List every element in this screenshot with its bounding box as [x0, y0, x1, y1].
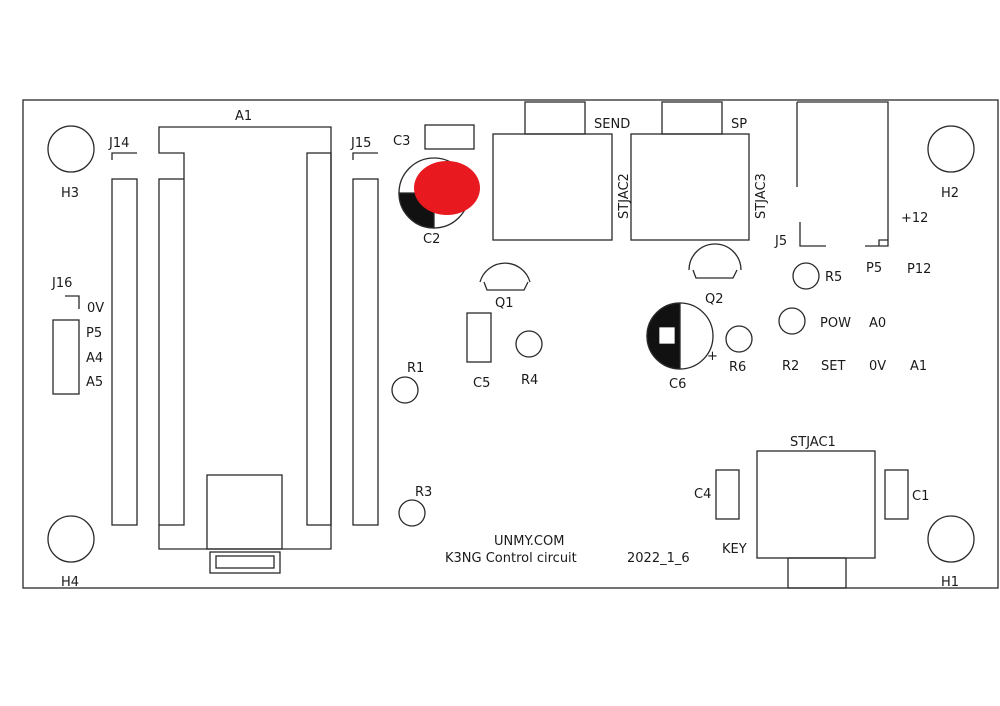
- label-send: SEND: [594, 117, 630, 132]
- label-q1: Q1: [495, 296, 514, 311]
- transistor-q2-flat: [692, 269, 738, 279]
- label-r5: R5: [825, 270, 842, 285]
- header-j15-marker: [352, 152, 378, 160]
- capacitor-c4: [715, 469, 740, 520]
- label-r1: R1: [407, 361, 424, 376]
- label-a4: A4: [86, 351, 103, 366]
- label-r3: R3: [415, 485, 432, 500]
- module-a1-usb-tab-inner: [215, 555, 275, 569]
- label-h1: H1: [941, 575, 959, 590]
- connector-j5-pin1: [878, 239, 888, 246]
- footer-date: 2022_1_6: [627, 551, 690, 566]
- label-stjac2: STJAC2: [617, 173, 632, 219]
- resistor-r4: [515, 330, 543, 358]
- hole-h2: [927, 125, 975, 173]
- label-a5: A5: [86, 375, 103, 390]
- jack-stjac3: [630, 133, 750, 241]
- red-marker: [414, 161, 480, 215]
- connector-j5-corner: [799, 222, 826, 247]
- jack-key-plug: [787, 557, 847, 589]
- transistor-q1-flat: [483, 281, 529, 291]
- module-a1-header-left: [158, 178, 185, 526]
- label-stjac1: STJAC1: [790, 435, 836, 450]
- label-q2: Q2: [705, 292, 724, 307]
- resistor-r6: [725, 325, 753, 353]
- header-j14-marker: [111, 152, 137, 160]
- label-key: KEY: [722, 542, 747, 557]
- module-a1-outline: [158, 126, 332, 550]
- header-j14: [111, 178, 138, 526]
- label-c3: C3: [393, 134, 410, 149]
- label-c2: C2: [423, 232, 440, 247]
- label-plus12: +12: [901, 211, 928, 226]
- module-a1-header-right: [306, 152, 332, 526]
- label-stjac3: STJAC3: [754, 173, 769, 219]
- resistor-r5: [792, 262, 820, 290]
- jack-stjac2: [492, 133, 613, 241]
- capacitor-c6-pad: [659, 327, 675, 344]
- hole-h1: [927, 515, 975, 563]
- label-j5: J5: [774, 234, 787, 249]
- jack-send-plug: [524, 101, 586, 135]
- capacitor-c5: [466, 312, 492, 363]
- label-p5-right: P5: [866, 261, 882, 276]
- resistor-r1: [391, 376, 419, 404]
- header-j16-marker: [65, 295, 80, 309]
- label-sp: SP: [731, 117, 747, 132]
- footer-title: K3NG Control circuit: [445, 551, 577, 566]
- label-j14: J14: [108, 136, 129, 151]
- transistor-q1: [479, 262, 531, 283]
- header-j16: [52, 319, 80, 395]
- label-r2: R2: [782, 359, 799, 374]
- label-set: SET: [821, 359, 845, 374]
- resistor-r2: [778, 307, 806, 335]
- label-h4: H4: [61, 575, 79, 590]
- jack-stjac1: [756, 450, 876, 559]
- label-plus: +: [707, 349, 718, 364]
- hole-h3: [47, 125, 95, 173]
- capacitor-c3: [424, 124, 475, 150]
- label-j16: J16: [51, 276, 72, 291]
- label-p12: P12: [907, 262, 931, 277]
- label-a1: A1: [235, 109, 252, 124]
- label-h2: H2: [941, 186, 959, 201]
- label-pow: POW: [820, 316, 851, 331]
- label-0v-right: 0V: [869, 359, 886, 374]
- label-c1: C1: [912, 489, 929, 504]
- resistor-r3: [398, 499, 426, 527]
- label-0v-left: 0V: [87, 301, 104, 316]
- label-h3: H3: [61, 186, 79, 201]
- hole-h4: [47, 515, 95, 563]
- capacitor-c1: [884, 469, 909, 520]
- connector-j5: [797, 101, 889, 247]
- module-a1-usb: [206, 474, 283, 550]
- label-c4: C4: [694, 487, 711, 502]
- label-r6: R6: [729, 360, 746, 375]
- header-j15: [352, 178, 379, 526]
- label-a0: A0: [869, 316, 886, 331]
- label-p5-left: P5: [86, 326, 102, 341]
- label-c5: C5: [473, 376, 490, 391]
- jack-sp-plug: [661, 101, 723, 135]
- transistor-q2: [688, 243, 742, 271]
- label-j15: J15: [350, 136, 371, 151]
- footer-site: UNMY.COM: [494, 534, 564, 549]
- label-r4: R4: [521, 373, 538, 388]
- board-outline: [22, 99, 999, 589]
- label-a1-pin: A1: [910, 359, 927, 374]
- module-a1-usb-tab: [209, 551, 281, 574]
- label-c6: C6: [669, 377, 686, 392]
